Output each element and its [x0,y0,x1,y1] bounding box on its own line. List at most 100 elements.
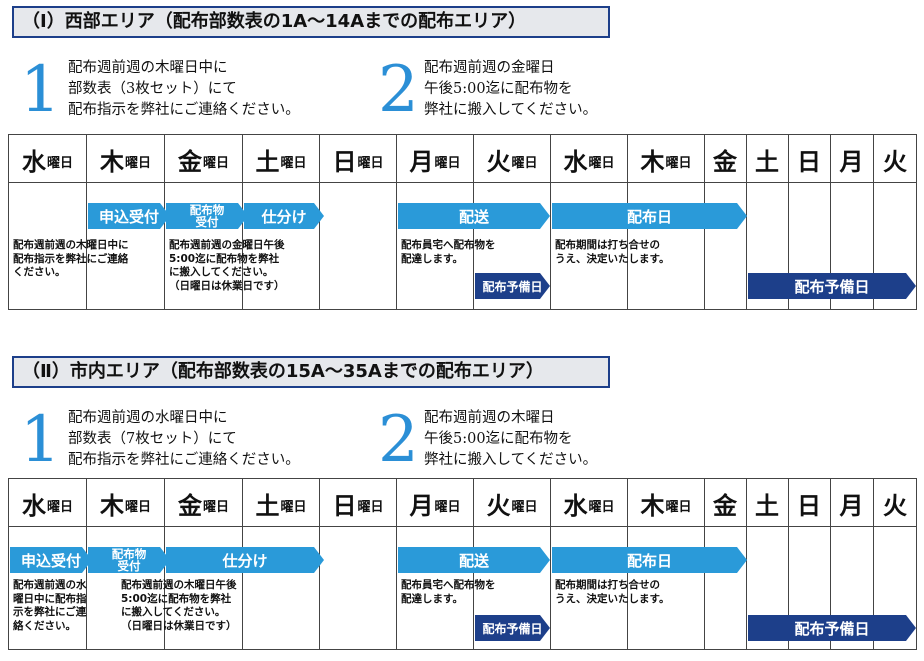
day-column [320,527,397,650]
day-cell: 金 [705,135,747,183]
day-cell: 木曜日 [87,135,165,183]
section-title: （Ⅱ）市内エリア（配布部数表の15A〜35Aまでの配布エリア） [12,356,610,388]
day-column [705,183,747,310]
section-title: （Ⅰ）西部エリア（配布部数表の1A〜14Aまでの配布エリア） [12,6,610,38]
note-apply: 配布週前週の水 曜日中に配布指 示を弊社にご連 絡ください。 [13,579,87,632]
note-goods: 配布週前週の木曜日午後 5:00迄に配布物を弊社 に搬入してください。 （日曜日… [121,579,237,632]
schedule-grid: 水曜日 木曜日 金曜日 土曜日 日曜日 月曜日 火曜日 水曜日 木曜日 金 土 … [8,478,917,650]
step-1-line: 配布週前週の水曜日中に [68,410,228,426]
arrow-reserve-small: 配布予備日 [475,273,550,299]
day-cell: 日 [789,135,831,183]
day-column [165,527,243,650]
day-column [789,527,831,650]
day-header-row: 水曜日 木曜日 金曜日 土曜日 日曜日 月曜日 火曜日 水曜日 木曜日 金 土 … [9,479,916,527]
day-column [397,527,474,650]
day-cell: 日曜日 [320,135,397,183]
day-cell: 木曜日 [628,479,705,527]
day-cell: 土曜日 [243,135,320,183]
schedule-grid: 水曜日 木曜日 金曜日 土曜日 日曜日 月曜日 火曜日 水曜日 木曜日 金 土 … [8,134,917,310]
step-2-line: 配布週前週の金曜日 [424,60,555,76]
arrow-send: 配送 [398,203,550,229]
day-column [165,183,243,310]
day-cell: 水曜日 [9,479,87,527]
day-header-row: 水曜日 木曜日 金曜日 土曜日 日曜日 月曜日 火曜日 水曜日 木曜日 金 土 … [9,135,916,183]
arrow-sort: 仕分け [166,547,324,573]
day-cell: 日曜日 [320,479,397,527]
step-2-text: 配布週前週の木曜日 午後5:00迄に配布物を 弊社に搬入してください。 [424,408,597,471]
day-column [320,183,397,310]
day-cell: 日 [789,479,831,527]
day-column [551,527,628,650]
note-apply: 配布週前週の木曜日中に 配布指示を弊社にご連絡 ください。 [13,239,129,278]
day-cell: 火曜日 [474,479,551,527]
day-cell: 木曜日 [628,135,705,183]
day-cell: 土曜日 [243,479,320,527]
day-cell: 月曜日 [397,479,474,527]
step-1-text: 配布週前週の水曜日中に 部数表（7枚セット）にて 配布指示を弊社にご連絡ください… [68,408,300,471]
note-delivery-day: 配布期間は打ち合せの うえ、決定いたします。 [555,579,670,605]
note-send: 配布員宅へ配布物を 配達します。 [401,239,496,265]
arrow-goods-receipt: 配布物受付 [166,203,248,229]
day-cell: 月曜日 [397,135,474,183]
day-cell: 月 [831,479,874,527]
step-2-line: 午後5:00迄に配布物を [424,431,573,447]
day-column [705,527,747,650]
step-2-line: 弊社に搬入してください。 [424,102,598,118]
day-column [9,183,87,310]
arrow-reserve-small: 配布予備日 [475,615,550,641]
day-column [87,527,165,650]
day-column [87,183,165,310]
step-2-line: 午後5:00迄に配布物を [424,81,573,97]
arrow-delivery-day: 配布日 [552,547,747,573]
day-column [831,527,874,650]
step-1-line: 配布指示を弊社にご連絡ください。 [68,452,300,468]
arrow-goods-receipt: 配布物受付 [88,547,170,573]
day-cell: 金曜日 [165,135,243,183]
step-1-number: 1 [20,53,61,127]
day-cell: 水曜日 [9,135,87,183]
arrow-apply: 申込受付 [10,547,92,573]
step-1-number: 1 [20,403,61,477]
arrow-delivery-day: 配布日 [552,203,747,229]
day-column [551,183,628,310]
day-cell: 金 [705,479,747,527]
note-delivery-day: 配布期間は打ち合せの うえ、決定いたします。 [555,239,670,265]
step-2-text: 配布週前週の金曜日 午後5:00迄に配布物を 弊社に搬入してください。 [424,58,597,121]
day-column [831,183,874,310]
day-cell: 火曜日 [474,135,551,183]
step-1-line: 配布週前週の木曜日中に [68,60,228,76]
step-1-text: 配布週前週の木曜日中に 部数表（3枚セット）にて 配布指示を弊社にご連絡ください… [68,58,300,121]
step-2-line: 弊社に搬入してください。 [424,452,598,468]
arrow-send: 配送 [398,547,550,573]
day-cell: 火 [883,491,907,520]
day-column [789,183,831,310]
day-column [628,527,705,650]
step-2-line: 配布週前週の木曜日 [424,410,555,426]
day-column [747,527,789,650]
step-2-number: 2 [378,403,419,477]
day-cell: 金曜日 [165,479,243,527]
note-send: 配布員宅へ配布物を 配達します。 [401,579,496,605]
day-cell: 水曜日 [551,479,628,527]
arrow-reserve-big: 配布予備日 [748,273,916,299]
arrow-sort: 仕分け [244,203,324,229]
day-column [747,183,789,310]
step-1-line: 部数表（7枚セット）にて [68,431,237,447]
step-1-line: 部数表（3枚セット）にて [68,81,237,97]
day-cell: 木曜日 [87,479,165,527]
day-column [397,183,474,310]
day-cell: 火 [883,147,907,176]
arrow-apply: 申込受付 [88,203,170,229]
day-cell: 月 [831,135,874,183]
note-goods: 配布週前週の金曜日午後 5:00迄に配布物を弊社 に搬入してください。 （日曜日… [169,239,285,292]
day-column [628,183,705,310]
step-2-number: 2 [378,53,419,127]
day-column [474,527,551,650]
step-1-line: 配布指示を弊社にご連絡ください。 [68,102,300,118]
day-cell: 水曜日 [551,135,628,183]
day-column [243,527,320,650]
day-column [9,527,87,650]
day-column [243,183,320,310]
day-cell: 土 [747,135,789,183]
day-cell: 土 [747,479,789,527]
